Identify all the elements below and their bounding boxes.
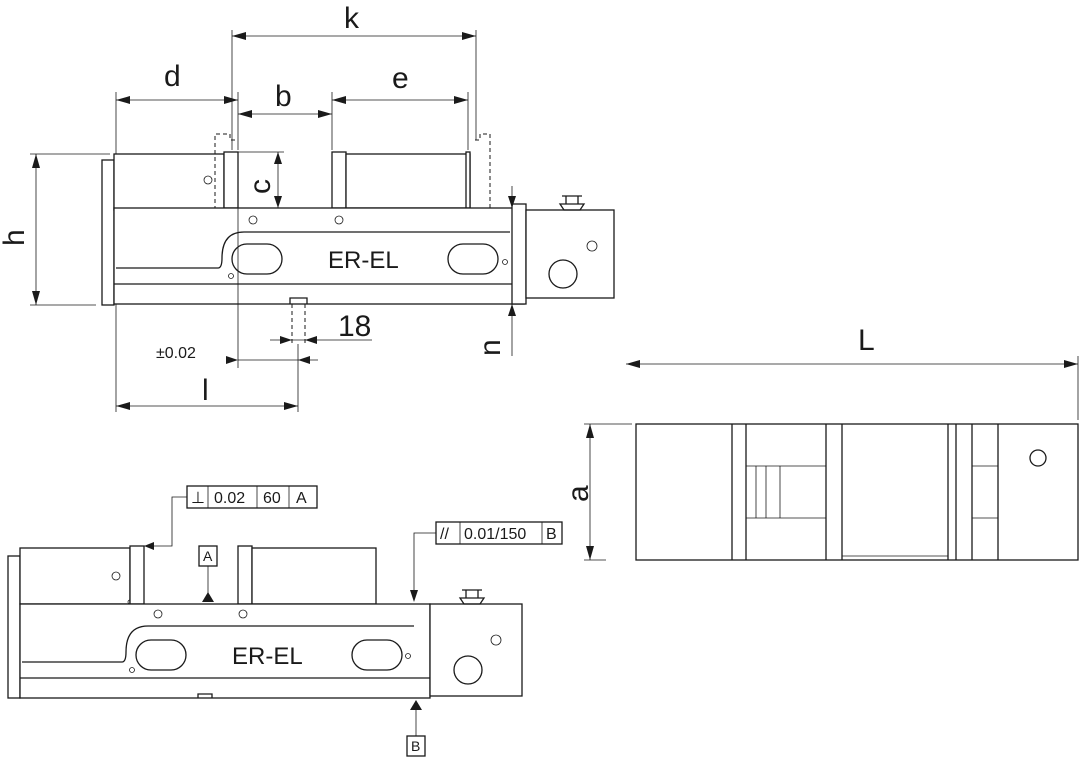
fixed-jaw: [113, 153, 225, 211]
tenon: [291, 304, 306, 344]
dim-n: n: [474, 339, 507, 356]
dimensions-top: k d b e c h n: [0, 2, 516, 412]
datum-B: B: [406, 700, 426, 757]
datum-A: A: [198, 545, 218, 602]
body-cutout: [116, 231, 510, 269]
dim-a: a: [562, 485, 595, 502]
slot-left: [231, 243, 283, 275]
main-body: [113, 207, 525, 305]
dimensions-plan: L a: [562, 324, 1079, 561]
model-label-bottom: ER-EL: [232, 643, 303, 670]
moving-jaw: [331, 151, 347, 209]
gdt-perp-symbol: ⊥: [191, 490, 205, 507]
plan-hole: [1029, 449, 1047, 467]
body-hole-4: [502, 259, 508, 265]
side-view-bottom: ER-EL: [7, 545, 523, 699]
dim-18: 18: [338, 310, 371, 343]
gdt-perpendicular-frame: ⊥ 0.02 60 A: [144, 485, 318, 550]
jaw-insert-left: [223, 151, 239, 209]
moving-jaw-body: [345, 153, 471, 209]
dim-e: e: [392, 62, 409, 95]
gdt-par-symbol: //: [440, 526, 449, 543]
datum-A-label: A: [203, 548, 213, 564]
body-hole-3: [228, 273, 234, 279]
end-plate: [511, 203, 527, 305]
gdt-par-datum: B: [546, 526, 557, 543]
datum-B-label: B: [411, 738, 420, 754]
body-hole-1: [248, 215, 258, 225]
body-hole-2: [334, 215, 344, 225]
gdt-par-value: 0.01/150: [464, 526, 526, 543]
dim-c: c: [244, 179, 277, 194]
side-view-top: ER-EL: [101, 133, 615, 344]
spindle-housing: [525, 209, 615, 299]
dim-d: d: [164, 60, 181, 93]
jaw-dashed-outline-right: [474, 133, 491, 208]
handle-knob: [558, 195, 586, 211]
model-label-top: ER-EL: [328, 247, 399, 274]
dim-L: L: [858, 324, 875, 357]
jaw-insert-right: [465, 151, 471, 209]
fixed-jaw-hole: [203, 175, 213, 185]
back-plate: [101, 159, 115, 306]
dim-tolerance: ±0.02: [156, 345, 196, 362]
tenon-notch: [289, 297, 308, 304]
plan-view: [635, 423, 1079, 561]
spindle-circle: [548, 259, 578, 289]
slot-right: [447, 243, 499, 275]
gdt-perp-value: 0.02: [214, 490, 245, 507]
dim-b: b: [275, 80, 292, 113]
plan-outline: [635, 423, 1079, 561]
housing-hole: [586, 240, 598, 252]
gdt-perp-length: 60: [263, 490, 281, 507]
gdt-perp-datum: A: [296, 490, 307, 507]
dim-k: k: [344, 2, 360, 35]
dim-h: h: [0, 229, 31, 246]
gdt-parallel-frame: // 0.01/150 B: [410, 521, 563, 602]
dim-l: l: [202, 374, 209, 407]
